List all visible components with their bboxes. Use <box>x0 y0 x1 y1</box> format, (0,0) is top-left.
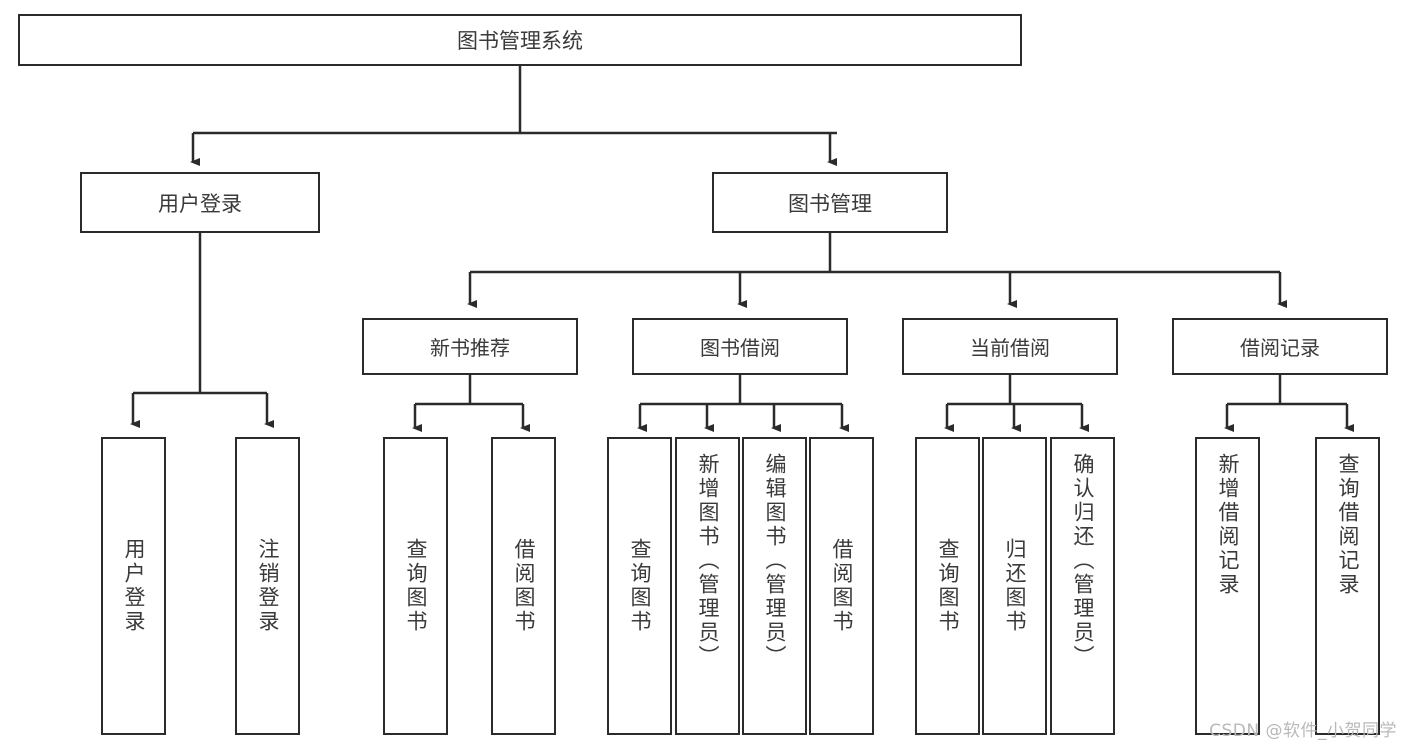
node-label: 图书管理系统 <box>457 29 583 53</box>
node-label: 用户登录 <box>122 538 146 634</box>
node-label: 新增图书（管理员） <box>696 453 720 669</box>
leaf-new-book-query[interactable]: 查询图书 <box>383 437 448 735</box>
node-label: 查询图书 <box>628 538 652 634</box>
node-current-borrow[interactable]: 当前借阅 <box>902 318 1118 375</box>
leaf-borrow-record-add[interactable]: 新增借阅记录 <box>1195 437 1260 735</box>
node-label: 查询图书 <box>936 538 960 634</box>
node-root[interactable]: 图书管理系统 <box>18 14 1022 66</box>
watermark-text: CSDN @软件_小贺同学 <box>1209 721 1397 741</box>
node-label: 用户登录 <box>158 191 242 216</box>
leaf-borrow-record-query[interactable]: 查询借阅记录 <box>1315 437 1380 735</box>
node-label: 图书管理 <box>788 191 872 216</box>
node-label: 查询借阅记录 <box>1336 453 1360 597</box>
leaf-current-borrow-confirm-return[interactable]: 确认归还（管理员） <box>1050 437 1115 735</box>
node-label: 新书推荐 <box>430 336 510 360</box>
node-book-management[interactable]: 图书管理 <box>712 172 948 233</box>
node-label: 归还图书 <box>1003 538 1027 634</box>
node-label: 编辑图书（管理员） <box>763 453 787 669</box>
node-book-borrow[interactable]: 图书借阅 <box>632 318 848 375</box>
leaf-new-book-borrow[interactable]: 借阅图书 <box>491 437 556 735</box>
node-label: 确认归还（管理员） <box>1071 453 1095 669</box>
node-label: 新增借阅记录 <box>1216 453 1240 597</box>
leaf-book-borrow-add[interactable]: 新增图书（管理员） <box>675 437 740 735</box>
node-label: 借阅记录 <box>1240 336 1320 360</box>
leaf-book-borrow-edit[interactable]: 编辑图书（管理员） <box>742 437 807 735</box>
node-label: 当前借阅 <box>970 336 1050 360</box>
node-label: 查询图书 <box>404 538 428 634</box>
node-borrow-record[interactable]: 借阅记录 <box>1172 318 1388 375</box>
leaf-user-login-login[interactable]: 用户登录 <box>101 437 166 735</box>
leaf-current-borrow-return[interactable]: 归还图书 <box>982 437 1047 735</box>
leaf-user-login-logout[interactable]: 注销登录 <box>235 437 300 735</box>
node-new-book-recommend[interactable]: 新书推荐 <box>362 318 578 375</box>
node-label: 图书借阅 <box>700 336 780 360</box>
node-label: 注销登录 <box>256 538 280 634</box>
node-label: 借阅图书 <box>830 538 854 634</box>
leaf-current-borrow-query[interactable]: 查询图书 <box>915 437 980 735</box>
leaf-book-borrow-query[interactable]: 查询图书 <box>607 437 672 735</box>
node-label: 借阅图书 <box>512 538 536 634</box>
node-user-login[interactable]: 用户登录 <box>80 172 320 233</box>
leaf-book-borrow-borrow[interactable]: 借阅图书 <box>809 437 874 735</box>
